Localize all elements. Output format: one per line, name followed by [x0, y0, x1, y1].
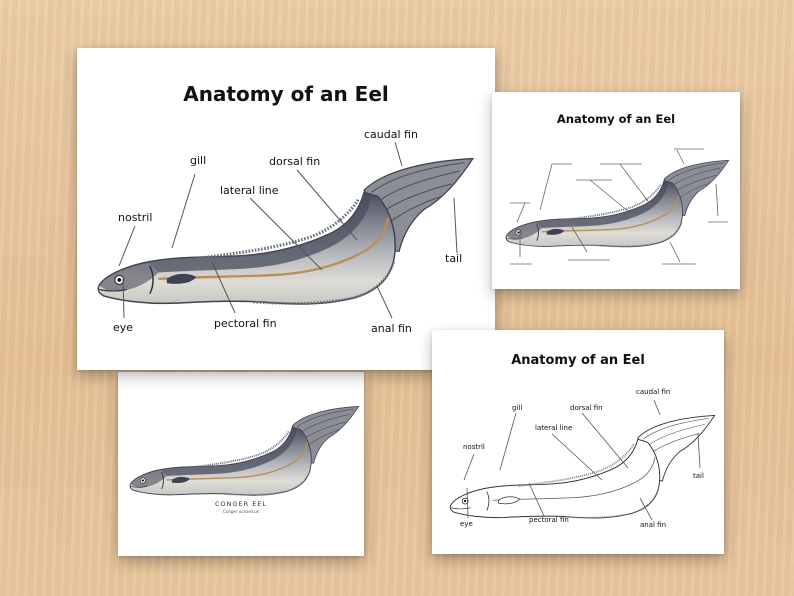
- main-card-title: Anatomy of an Eel: [183, 82, 389, 106]
- leader-pectoral-fin: [211, 261, 236, 314]
- leader-anal-fin: [376, 285, 393, 319]
- leader-lateral-line: [249, 197, 323, 271]
- color-eel-diagram: [128, 405, 360, 497]
- leader-eye: [466, 487, 469, 519]
- blank-eel-illustration: [504, 159, 730, 248]
- line-label-pectoral-fin: pectoral fin: [529, 516, 569, 524]
- blank-answer-lines: [510, 148, 728, 265]
- blank-worksheet-card: Anatomy of an Eel: [492, 92, 740, 289]
- label-eye: eye: [113, 321, 134, 334]
- leader-dorsal-fin: [581, 412, 629, 469]
- blank-leader-lines: [516, 149, 719, 263]
- leader-gill: [499, 412, 517, 471]
- color-illustration-card: CONGER EEL Conger oceanicus: [118, 372, 364, 556]
- leader-nostril: [118, 225, 136, 267]
- leader-caudal-fin: [394, 141, 403, 167]
- blank-card-title: Anatomy of an Eel: [556, 112, 676, 126]
- line-label-tail: tail: [693, 472, 704, 480]
- line-label-lateral-line: lateral line: [535, 424, 573, 432]
- main-anatomy-card: Anatomy of an Eel caudal fin gill dorsal…: [77, 48, 495, 370]
- blank-eel-diagram: [504, 148, 730, 265]
- leader-lateral-line: [551, 433, 603, 481]
- main-eel-illustration: [96, 156, 475, 306]
- species-scientific-name: Conger oceanicus: [223, 509, 259, 514]
- leader-eye: [122, 275, 125, 319]
- leader-anal-fin: [639, 497, 653, 521]
- main-eel-diagram: [96, 141, 475, 319]
- leader-nostril: [463, 453, 475, 481]
- leader-pectoral-fin: [528, 482, 545, 517]
- line-label-anal-fin: anal fin: [640, 521, 667, 529]
- line-card-title: Anatomy of an Eel: [511, 353, 645, 368]
- line-eel-illustration: [449, 414, 716, 519]
- leader-dorsal-fin: [296, 169, 358, 241]
- line-label-nostril: nostril: [463, 443, 485, 451]
- label-tail: tail: [445, 252, 463, 265]
- label-dorsal-fin: dorsal fin: [269, 155, 321, 168]
- label-pectoral-fin: pectoral fin: [214, 317, 277, 330]
- color-eel-illustration: [128, 405, 360, 497]
- leader-tail: [697, 433, 701, 469]
- leader-gill: [171, 173, 196, 249]
- species-caption: CONGER EEL: [214, 500, 268, 508]
- line-label-gill: gill: [512, 404, 523, 412]
- line-label-caudal-fin: caudal fin: [636, 388, 671, 396]
- label-gill: gill: [190, 154, 207, 167]
- line-art-card: Anatomy of an Eel caudal fin gill dorsal…: [432, 330, 724, 554]
- main-leader-lines: [118, 141, 458, 319]
- line-eel-diagram: [449, 399, 716, 521]
- label-caudal-fin: caudal fin: [364, 128, 418, 141]
- label-nostril: nostril: [118, 211, 153, 224]
- leader-caudal-fin: [653, 399, 661, 416]
- label-lateral-line: lateral line: [220, 184, 279, 197]
- line-leader-lines: [463, 399, 701, 521]
- line-label-dorsal-fin: dorsal fin: [570, 404, 603, 412]
- leader-tail: [453, 197, 458, 254]
- line-label-eye: eye: [460, 520, 473, 528]
- label-anal-fin: anal fin: [371, 322, 412, 335]
